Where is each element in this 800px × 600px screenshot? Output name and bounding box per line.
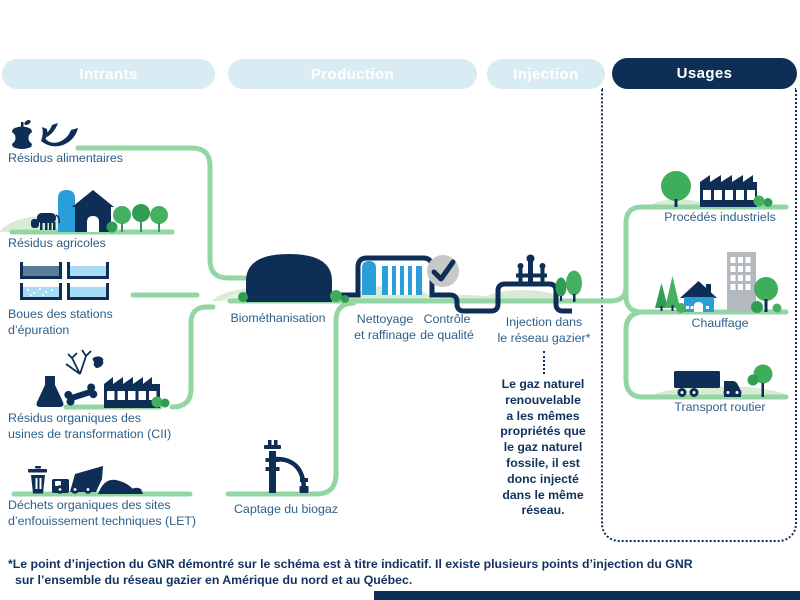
label-chauffage: Chauffage — [691, 316, 749, 330]
label-transport-routier: Transport routier — [674, 400, 766, 414]
injection-callout-connector — [543, 351, 545, 374]
footnote-line2: sur l’ensemble du réseau gazier en Améri… — [15, 573, 413, 587]
farm-icon — [31, 190, 168, 233]
bottom-navy-bar — [374, 591, 800, 600]
injection-valve-icon — [516, 254, 547, 284]
apple-core-banana-icon — [2, 120, 78, 149]
label-injection-reseau: Injection dans le réseau gazier* — [497, 315, 591, 345]
industrial-processes-icon — [661, 171, 773, 207]
tab-production-label: Production — [310, 65, 395, 83]
label-dechets-organiques: Déchets organiques des sites d’enfouisse… — [8, 498, 197, 528]
digester-icon — [238, 254, 349, 303]
road-transport-icon — [674, 364, 773, 397]
gas-pipe — [328, 255, 572, 314]
tab-production[interactable]: Production — [228, 59, 477, 89]
biogas-well-icon — [264, 440, 309, 493]
tab-injection-label: Injection — [513, 65, 579, 83]
label-residus-organiques: Résidus organiques des usines de transfo… — [8, 411, 172, 441]
tab-injection[interactable]: Injection — [487, 59, 605, 89]
label-residus-alimentaires: Résidus alimentaires — [8, 151, 124, 165]
line-residus-alimentaires — [75, 145, 251, 281]
line-captage-up — [225, 300, 357, 497]
tab-intrants[interactable]: Intrants — [2, 59, 215, 89]
line-branch-transport — [623, 309, 789, 400]
label-procedes-industriels: Procédés industriels — [664, 210, 776, 224]
purification-unit-icon — [362, 261, 422, 295]
tab-usages-label: Usages — [676, 65, 733, 82]
footnote-line1: *Le point d’injection du GNR démontré su… — [8, 557, 693, 571]
tab-usages[interactable]: Usages — [612, 58, 797, 89]
bone-icon — [64, 383, 98, 406]
treatment-basins-icon — [20, 262, 109, 300]
label-nettoyage: Nettoyage et raffinage — [354, 312, 416, 342]
label-boues: Boues des stations d’épuration — [8, 307, 113, 337]
callout-gnr-text: Le gaz naturel renouvelable a les mêmes … — [500, 377, 586, 518]
tab-intrants-label: Intrants — [79, 65, 138, 83]
label-biomethanisation: Biométhanisation — [230, 311, 326, 325]
label-controle-qualite: Contrôle de qualité — [420, 312, 474, 342]
organic-industry-icon — [36, 349, 170, 408]
cow-icon — [31, 213, 60, 230]
line-cii-up — [169, 304, 216, 410]
quality-check-icon — [427, 255, 459, 287]
line-branch-procedes — [607, 204, 789, 304]
label-residus-agricoles: Résidus agricoles — [8, 236, 106, 250]
footnote: *Le point d’injection du GNR démontré su… — [8, 556, 693, 588]
flask-icon — [36, 376, 64, 407]
usages-dashed-region — [601, 88, 797, 542]
label-captage-biogaz: Captage du biogaz — [233, 502, 339, 516]
heating-icon — [655, 252, 782, 313]
injection-trees-icon — [555, 270, 582, 302]
landfill-icon — [28, 466, 143, 494]
